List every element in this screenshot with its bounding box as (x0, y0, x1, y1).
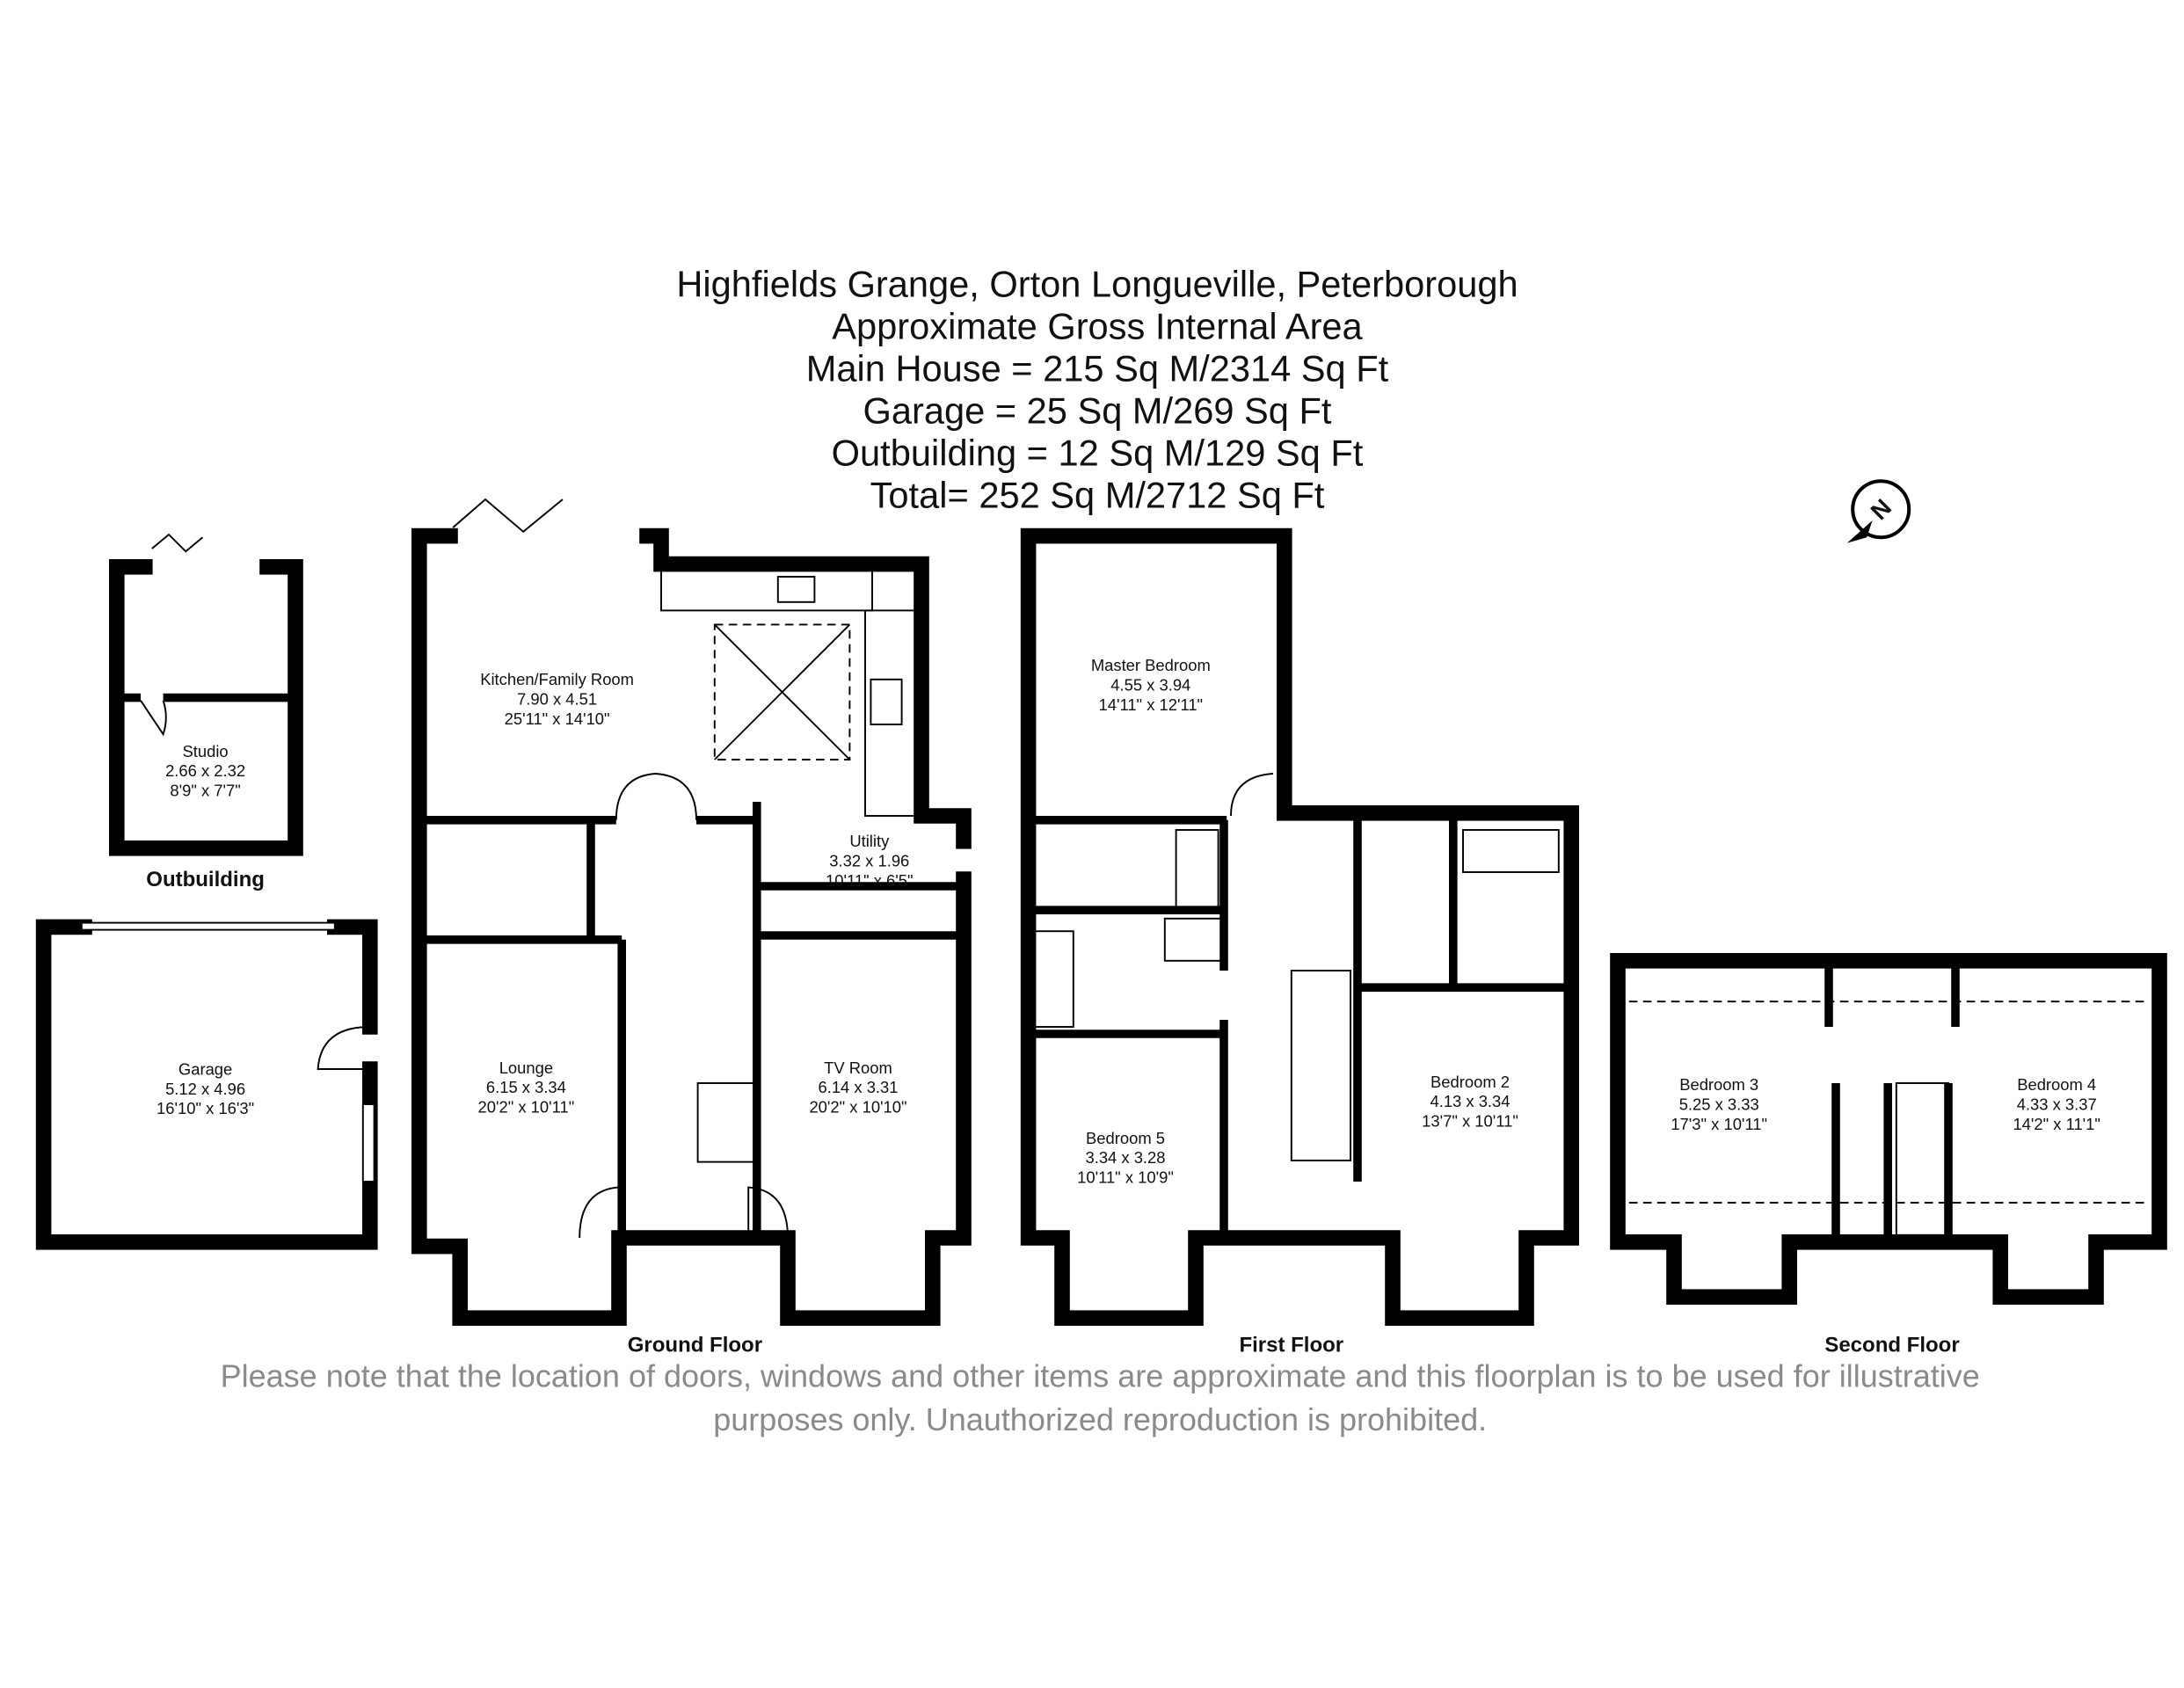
tv-room-metric: 6.14 x 3.31 (818, 1078, 898, 1096)
bedroom4-metric: 4.33 x 3.37 (2017, 1095, 2097, 1113)
svg-text:N: N (1865, 493, 1896, 525)
outbuilding-label: Outbuilding (146, 868, 265, 891)
garage-name: Garage (178, 1059, 232, 1078)
outbuilding-area: Outbuilding = 12 Sq M/129 Sq Ft (832, 433, 1364, 474)
bedroom2-name: Bedroom 2 (1431, 1073, 1510, 1091)
master-metric: 4.55 x 3.94 (1110, 676, 1190, 695)
ground-floor-label: Ground Floor (628, 1334, 762, 1357)
header: Highfields Grange, Orton Longueville, Pe… (676, 264, 1518, 516)
main-house-area: Main House = 215 Sq M/2314 Sq Ft (806, 348, 1389, 389)
second-floor-label: Second Floor (1824, 1334, 1959, 1357)
disclaimer-line-1: Please note that the location of doors, … (221, 1358, 1980, 1394)
master-imperial: 14'11" x 12'11" (1099, 695, 1204, 714)
bedroom4-imperial: 14'2" x 11'1" (2013, 1115, 2100, 1133)
first-floor-label: First Floor (1239, 1334, 1343, 1357)
kitchen-name: Kitchen/Family Room (480, 670, 634, 688)
outbuilding-plan: Studio 2.66 x 2.32 8'9" x 7'7" Outbuildi… (109, 533, 303, 891)
north-arrow-icon: N (1846, 479, 1911, 543)
lounge-name: Lounge (499, 1059, 553, 1077)
lounge-imperial: 20'2" x 10'11" (478, 1098, 575, 1117)
kitchen-metric: 7.90 x 4.51 (517, 690, 597, 709)
utility-name: Utility (849, 832, 890, 850)
bedroom5-name: Bedroom 5 (1086, 1129, 1165, 1147)
total-area: Total= 252 Sq M/2712 Sq Ft (870, 475, 1325, 516)
tv-room-imperial: 20'2" x 10'10" (809, 1098, 906, 1117)
kitchen-imperial: 25'11" x 14'10" (505, 709, 610, 728)
bedroom2-imperial: 13'7" x 10'11" (1422, 1112, 1518, 1131)
ground-floor-plan: Kitchen/Family Room 7.90 x 4.51 25'11" x… (411, 498, 972, 1357)
studio-name: Studio (183, 742, 229, 760)
bedroom5-imperial: 10'11" x 10'9" (1077, 1168, 1174, 1187)
bedroom3-name: Bedroom 3 (1679, 1075, 1758, 1094)
tv-room-name: TV Room (824, 1059, 892, 1077)
bedroom4-name: Bedroom 4 (2017, 1075, 2096, 1094)
disclaimer-line-2: purposes only. Unauthorized reproduction… (713, 1401, 1487, 1437)
utility-metric: 3.32 x 1.96 (829, 852, 909, 870)
master-name: Master Bedroom (1091, 656, 1211, 674)
second-floor-plan: Bedroom 3 5.25 x 3.33 17'3" x 10'11" Bed… (1610, 953, 2167, 1357)
bedroom3-imperial: 17'3" x 10'11" (1671, 1115, 1767, 1133)
garage-plan: Garage 5.12 x 4.96 16'10" x 16'3" (35, 919, 378, 1250)
lounge-metric: 6.15 x 3.34 (486, 1078, 566, 1096)
area-subtitle: Approximate Gross Internal Area (832, 306, 1363, 347)
studio-imperial: 8'9" x 7'7" (170, 782, 240, 800)
bedroom3-metric: 5.25 x 3.33 (1679, 1095, 1759, 1113)
utility-imperial: 10'11" x 6'5" (826, 871, 914, 890)
garage-area: Garage = 25 Sq M/269 Sq Ft (863, 390, 1332, 432)
garage-metric: 5.12 x 4.96 (165, 1080, 245, 1098)
studio-metric: 2.66 x 2.32 (165, 761, 245, 780)
address: Highfields Grange, Orton Longueville, Pe… (676, 264, 1518, 305)
bedroom2-metric: 4.13 x 3.34 (1430, 1092, 1510, 1110)
garage-imperial: 16'10" x 16'3" (157, 1099, 254, 1117)
bedroom5-metric: 3.34 x 3.28 (1085, 1148, 1165, 1167)
first-floor-plan: Master Bedroom 4.55 x 3.94 14'11" x 12'1… (1020, 528, 1579, 1357)
